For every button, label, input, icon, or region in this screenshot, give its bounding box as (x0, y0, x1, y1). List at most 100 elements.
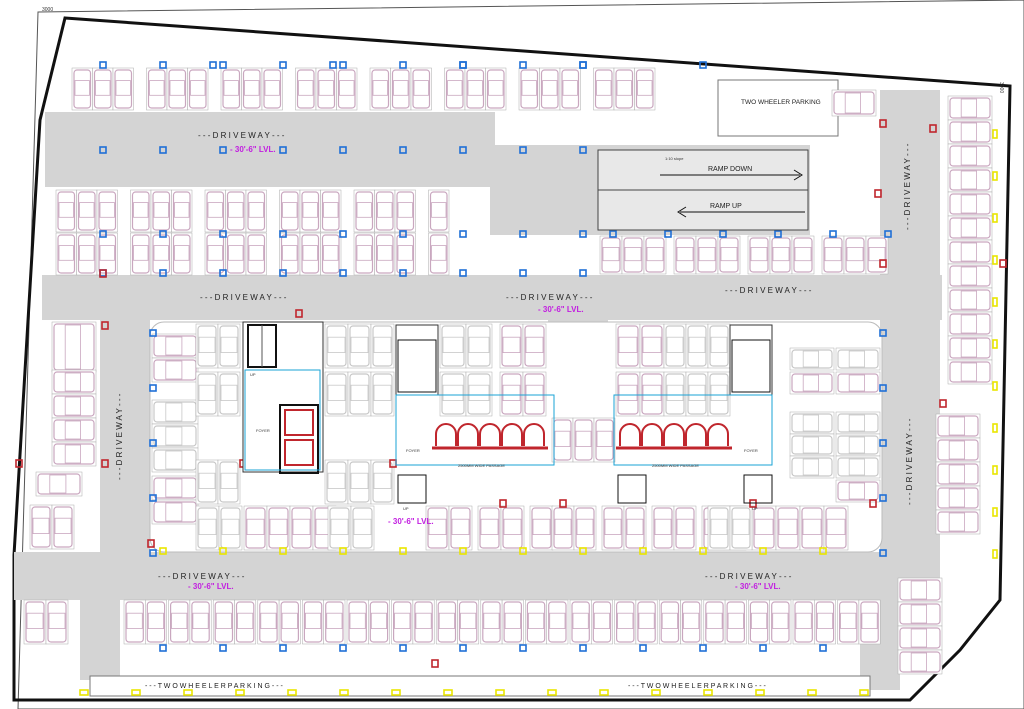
car-stall (151, 423, 199, 449)
column-marker (639, 547, 647, 555)
car-stall (835, 455, 881, 479)
column-marker (99, 230, 107, 238)
column-marker (759, 547, 767, 555)
column-marker (149, 494, 157, 502)
column-marker (774, 230, 782, 238)
car-stall (947, 167, 993, 193)
plot-boundary (17, 0, 1024, 709)
car-stall (315, 67, 337, 111)
car-stall (569, 599, 592, 645)
arch (523, 423, 545, 446)
car-stall (428, 232, 450, 276)
car-stall (539, 67, 561, 111)
driveway-label-mid-center: - - - D R I V E W A Y - - - (506, 293, 593, 302)
car-stall (551, 505, 575, 551)
car-stall (724, 599, 747, 645)
car-stall (747, 235, 771, 275)
car-stall (171, 189, 193, 233)
car-stall (465, 371, 493, 417)
car-stall (522, 371, 547, 417)
car-stall (831, 89, 877, 117)
car-stall (302, 599, 324, 645)
column-marker (279, 61, 287, 69)
column-marker (459, 230, 467, 238)
column-marker (99, 146, 107, 154)
column-marker (884, 230, 892, 238)
car-stall (775, 505, 801, 551)
column-marker (339, 61, 347, 69)
car-stall (501, 599, 524, 645)
car-stall (717, 235, 741, 275)
car-stall (947, 95, 993, 121)
car-stall (639, 371, 665, 417)
arch (619, 423, 641, 446)
car-stall (347, 371, 372, 417)
car-stall (428, 189, 450, 233)
car-stall (935, 509, 981, 535)
car-stall (529, 505, 554, 551)
column-marker (992, 297, 998, 307)
car-stall (112, 67, 134, 111)
car-stall (76, 232, 98, 276)
up-label-1: UP (250, 372, 256, 377)
column-marker (992, 213, 998, 223)
column-marker (209, 61, 217, 69)
car-stall (935, 413, 981, 439)
car-stall (299, 189, 321, 233)
car-stall (245, 189, 267, 233)
car-stall (412, 599, 435, 645)
car-stall (295, 67, 317, 111)
column-marker (519, 269, 527, 277)
foyer-label-3: FOYER (744, 448, 758, 453)
column-marker (992, 381, 998, 391)
column-marker (339, 269, 347, 277)
car-stall (897, 649, 943, 675)
car-stall (204, 189, 226, 233)
column-marker (992, 255, 998, 265)
column-marker (859, 689, 869, 696)
car-stall (370, 459, 395, 505)
car-stall (29, 504, 53, 550)
car-stall (634, 67, 656, 111)
car-stall (279, 232, 301, 276)
car-stall (320, 189, 342, 233)
column-marker (399, 644, 407, 652)
core-right: FOYER 2500MM WIDE PASSAGE UP (613, 324, 773, 511)
column-marker (699, 61, 707, 69)
column-marker (219, 269, 227, 277)
column-marker (459, 269, 467, 277)
car-stall (370, 371, 395, 417)
car-stall (187, 67, 209, 111)
car-stall (947, 215, 993, 241)
car-stall (195, 505, 220, 551)
column-marker (459, 61, 467, 69)
column-marker (15, 459, 23, 468)
car-stall (843, 235, 867, 275)
column-marker (459, 547, 467, 555)
column-marker (159, 61, 167, 69)
column-marker (499, 499, 507, 508)
car-stall (821, 235, 845, 275)
car-stall (130, 189, 152, 233)
car-stall (245, 232, 267, 276)
car-stall (835, 347, 881, 371)
column-marker (159, 146, 167, 154)
car-stall (374, 232, 396, 276)
column-marker (339, 146, 347, 154)
column-marker (159, 230, 167, 238)
car-stall (499, 323, 524, 369)
car-stall (559, 67, 581, 111)
car-stall (145, 599, 167, 645)
car-stall (96, 232, 118, 276)
column-marker (131, 689, 141, 696)
column-marker (99, 61, 107, 69)
columns (15, 61, 1007, 696)
car-stall (394, 232, 416, 276)
car-stall (465, 323, 493, 369)
car-stall (220, 67, 242, 111)
column-marker (829, 230, 837, 238)
car-stall (243, 505, 268, 551)
car-stall (435, 599, 458, 645)
arch (501, 423, 523, 446)
up-label-3: UP (752, 506, 758, 511)
